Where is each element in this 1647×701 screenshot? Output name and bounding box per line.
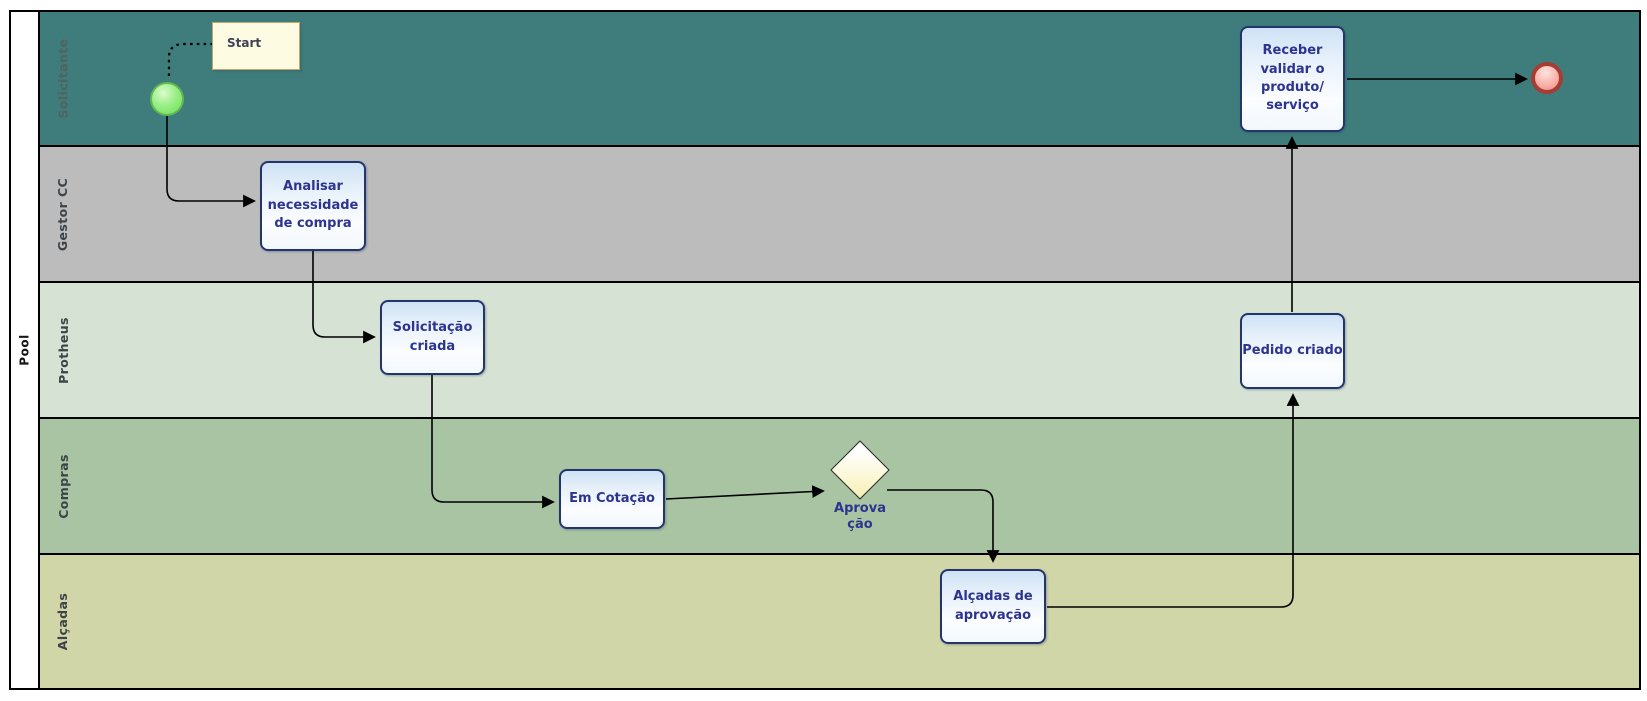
task-analisar-necessidade-de-compra[interactable]: Analisar necessidade de compra [260, 161, 366, 251]
start-event[interactable] [150, 82, 184, 116]
task-em-cotacao[interactable]: Em Cotação [559, 469, 665, 529]
start-annotation-note[interactable]: Start [212, 22, 300, 70]
lane-compras[interactable]: Compras [40, 419, 1639, 555]
lane-stack: Solicitante Gestor CC Protheus Compras A… [40, 12, 1639, 688]
lane-label-compras: Compras [55, 453, 71, 519]
lane-label-protheus: Protheus [55, 316, 71, 384]
lane-protheus[interactable]: Protheus [40, 283, 1639, 419]
lane-alcadas[interactable]: Alçadas [40, 555, 1639, 688]
task-pedido-criado[interactable]: Pedido criado [1240, 313, 1345, 389]
end-event[interactable] [1531, 62, 1563, 94]
lane-label-gestor-cc: Gestor CC [55, 177, 71, 251]
pool-label: Pool [17, 334, 32, 366]
pool-header[interactable]: Pool [11, 12, 40, 688]
task-solicitacao-criada[interactable]: Solicitação criada [380, 300, 485, 375]
pool[interactable]: Pool Solicitante Gestor CC Protheus Comp… [9, 10, 1641, 690]
task-alcadas-de-aprovacao[interactable]: Alçadas de aprovação [940, 569, 1046, 644]
start-annotation-label: Start [227, 36, 262, 50]
lane-label-alcadas: Alçadas [55, 592, 71, 651]
lane-label-solicitante: Solicitante [55, 38, 71, 119]
task-receber-validar-produto-servico[interactable]: Receber validar o produto/ serviço [1240, 26, 1345, 132]
gateway-aprovacao-label: Aprova ção [834, 501, 886, 533]
